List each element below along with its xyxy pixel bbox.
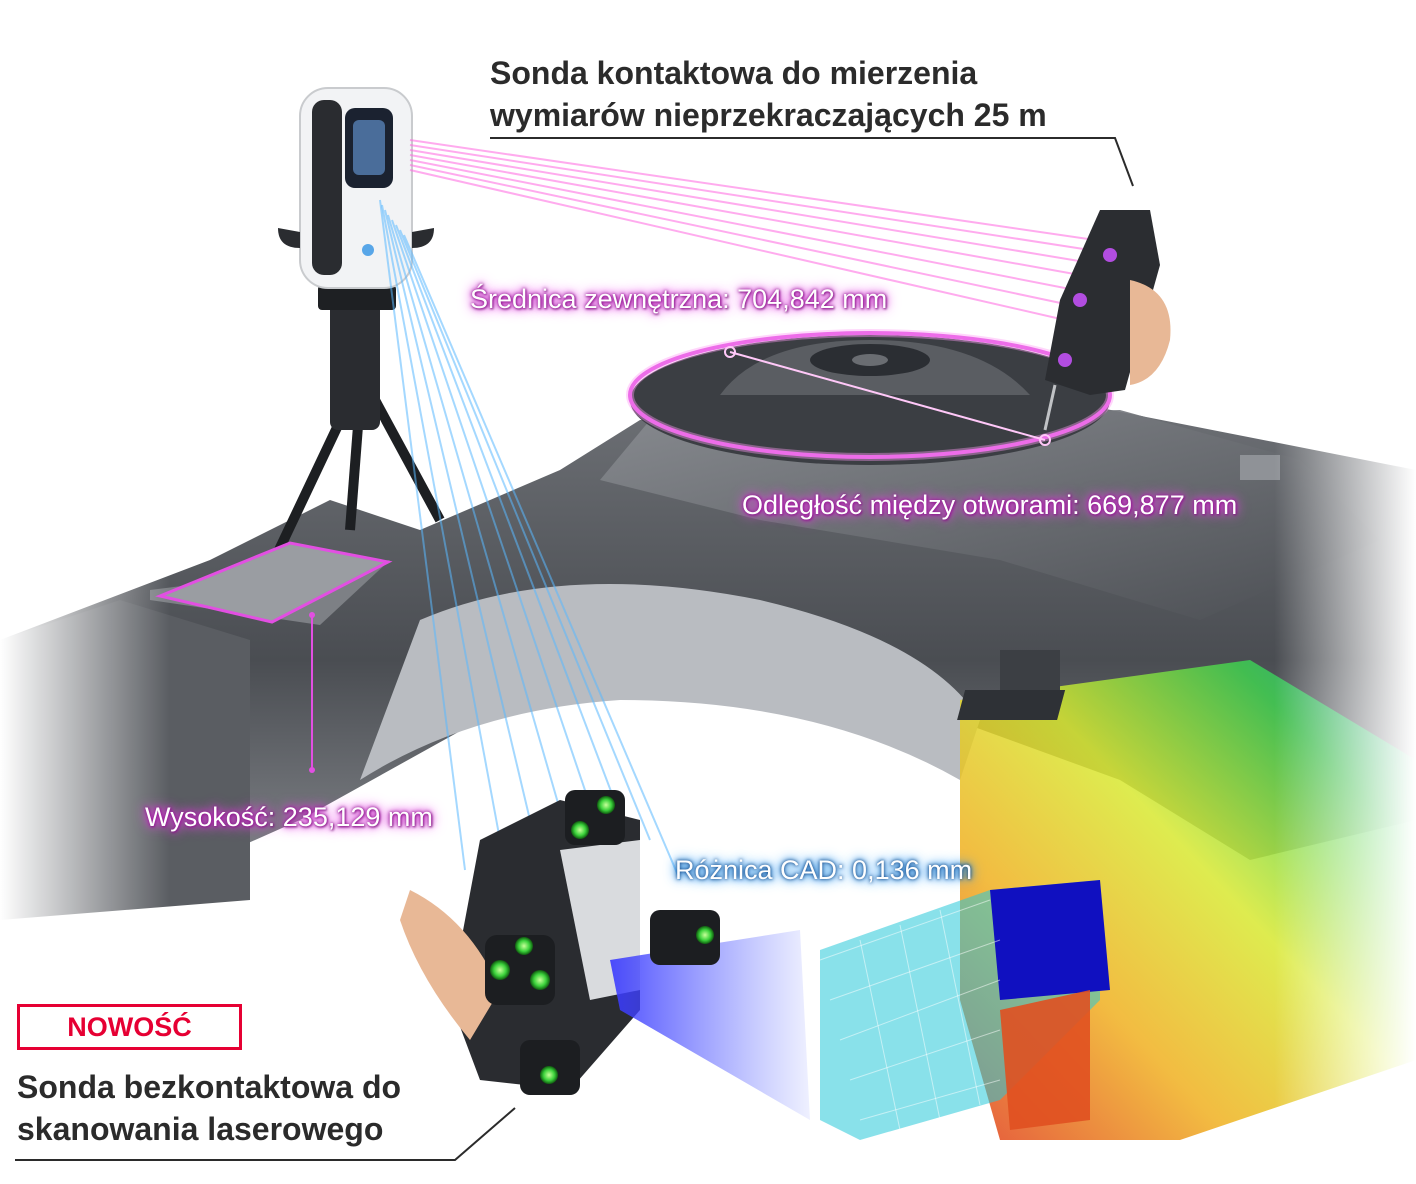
cad-difference-label: Różnica CAD: 0,136 mm (675, 855, 973, 885)
non-contact-probe-title: Sonda bezkontaktowa do skanowania lasero… (17, 1066, 401, 1150)
non-contact-probe-title-line2: skanowania laserowego (17, 1111, 384, 1147)
new-badge: NOWOŚĆ (17, 1004, 242, 1050)
height-marker (155, 541, 393, 773)
scanner-beams (379, 199, 681, 881)
leader-lines (15, 137, 1134, 1161)
contact-probe-title: Sonda kontaktowa do mierzenia wymiarów n… (490, 52, 1047, 136)
contact-probe-beams (409, 139, 1096, 321)
non-contact-probe-title-line1: Sonda bezkontaktowa do (17, 1069, 402, 1105)
cad-wireframe (819, 880, 1110, 1140)
flange (626, 329, 1114, 465)
laser-scanner (400, 790, 810, 1120)
contact-probe (1043, 210, 1171, 431)
outer-diameter-label: Średnica zewnętrzna: 704,842 mm (470, 284, 888, 314)
scanner-markers (485, 790, 720, 1095)
hole-distance-label: Odległość między otworami: 669,877 mm (742, 490, 1238, 520)
contact-probe-title-line2: wymiarów nieprzekraczających 25 m (490, 97, 1047, 133)
contact-probe-title-line1: Sonda kontaktowa do mierzenia (490, 55, 978, 91)
height-label: Wysokość: 235,129 mm (145, 802, 433, 832)
